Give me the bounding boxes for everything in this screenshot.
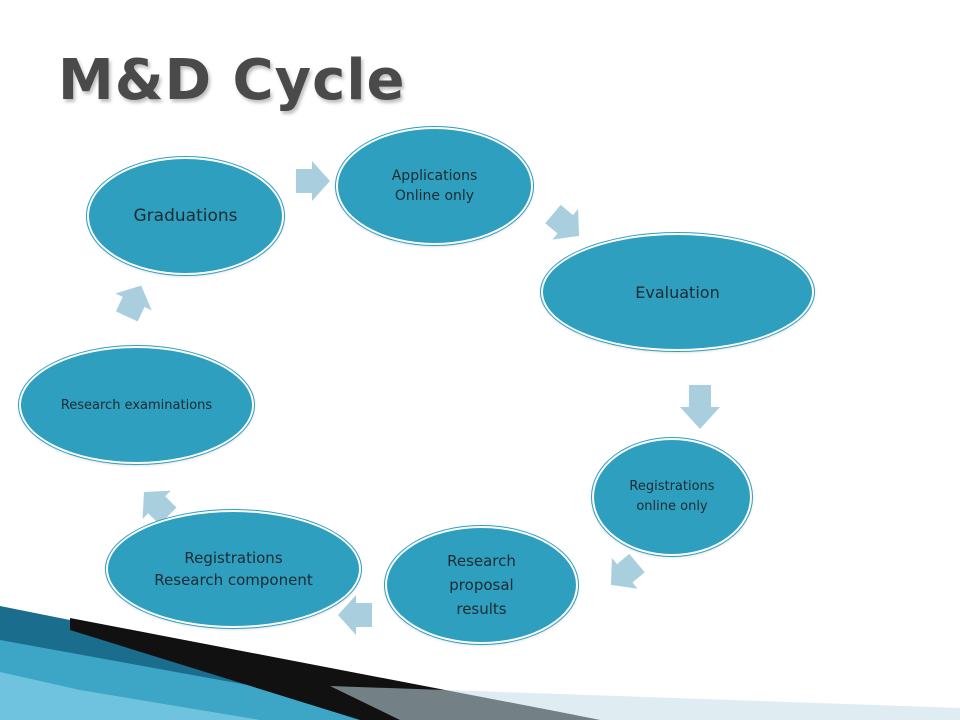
arrow-research-proposal-to-registrations-research: [338, 595, 372, 635]
slide-title: M&D Cycle: [58, 48, 406, 113]
node-registrations-research-label: Registrations Research component: [154, 549, 313, 589]
node-graduations: Graduations: [87, 157, 284, 275]
node-registrations-research: Registrations Research component: [106, 510, 361, 628]
node-research-proposal: Research proposal results: [385, 526, 578, 644]
node-applications: Applications Online only: [336, 127, 533, 245]
node-evaluation-label: Evaluation: [635, 282, 720, 302]
swoosh-light-stripe: [330, 686, 960, 720]
arrow-research-examinations-to-graduations: [115, 285, 152, 322]
swoosh-light-band: [0, 672, 260, 720]
arrow-registrations-research-to-research-examinations: [142, 490, 177, 525]
node-research-examinations: Research examinations: [19, 346, 254, 464]
node-evaluation: Evaluation: [541, 233, 814, 351]
arrow-registrations-online-to-research-proposal: [610, 553, 645, 589]
arrow-applications-to-evaluation: [545, 204, 580, 240]
node-research-proposal-label: Research proposal results: [447, 552, 516, 618]
node-applications-label: Applications Online only: [391, 168, 478, 204]
node-research-examinations-label: Research examinations: [60, 397, 213, 413]
node-graduations-label: Graduations: [133, 206, 238, 226]
arrow-evaluation-to-registrations-online: [680, 385, 720, 429]
node-registrations-online: Registrations online only: [592, 438, 752, 556]
arrow-graduations-to-applications: [296, 161, 330, 201]
node-registrations-online-label: Registrations online only: [629, 479, 715, 514]
